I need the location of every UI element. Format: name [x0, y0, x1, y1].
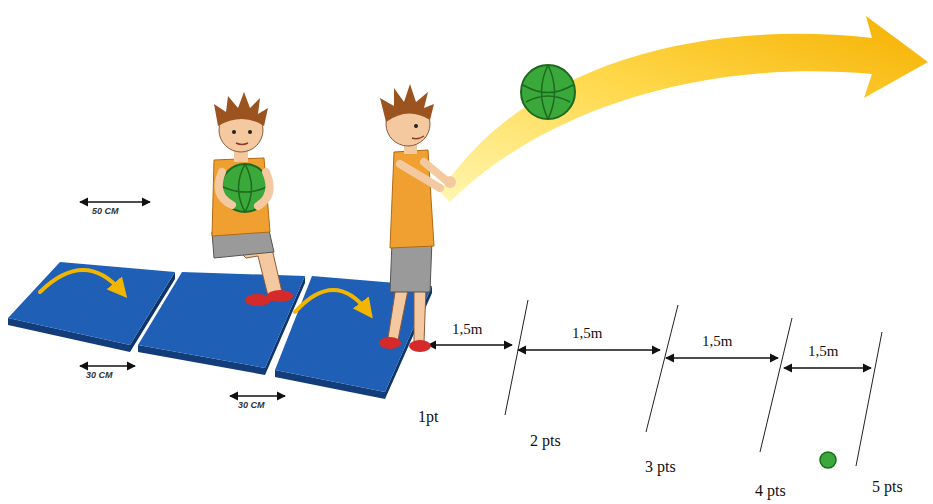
score-label: 3 pts	[645, 458, 676, 476]
score-label: 4 pts	[755, 482, 786, 500]
medicine-ball	[521, 65, 575, 119]
jump-arrows	[40, 270, 368, 312]
throw-arrow	[440, 16, 928, 202]
score-label: 5 pts	[872, 478, 903, 496]
dimension-label: 50 CM	[92, 207, 119, 217]
dimension-label: 30 CM	[86, 371, 113, 381]
sitting-child	[212, 92, 293, 306]
score-label: 2 pts	[530, 432, 561, 450]
throwing-child	[379, 84, 456, 352]
dimension-label: 1,5m	[572, 325, 602, 342]
landed-ball	[820, 452, 836, 468]
dimension-label: 30 CM	[238, 401, 265, 411]
gym-mats	[8, 262, 432, 399]
zone-lines	[505, 300, 882, 466]
dimension-label: 1,5m	[452, 321, 482, 338]
dimension-lines	[80, 202, 871, 396]
dimension-label: 1,5m	[702, 333, 732, 350]
dimension-label: 1,5m	[808, 343, 838, 360]
score-label: 1pt	[418, 408, 438, 426]
